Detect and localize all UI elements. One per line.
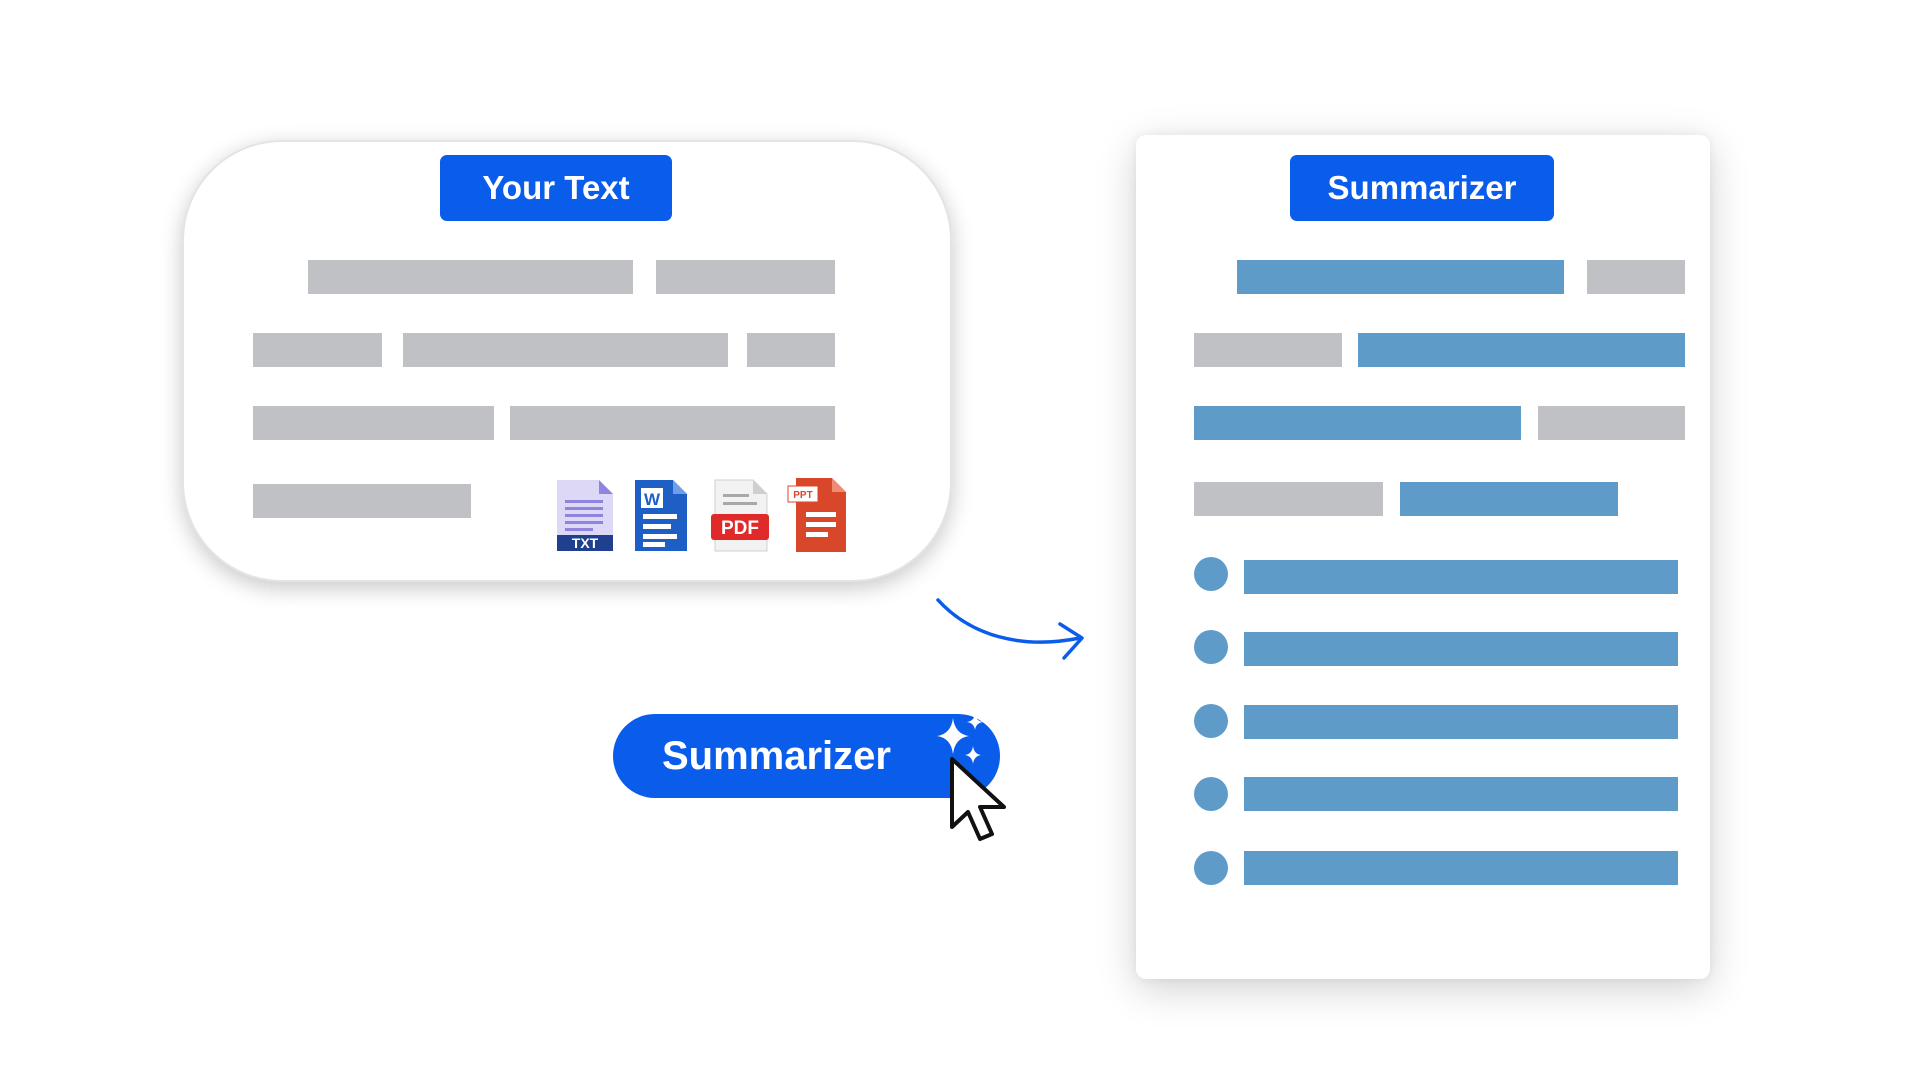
your-text-label: Your Text [440,155,672,221]
bullet-dot [1194,777,1228,811]
mouse-cursor-icon [950,757,1006,841]
ppt-file-icon: PPT [787,478,846,552]
pdf-file-icon: PDF [711,479,769,552]
summary-highlight-line [1358,333,1685,367]
bullet-dot [1194,704,1228,738]
sparkle-icon [937,714,983,764]
bullet-dot [1194,630,1228,664]
input-text-line [308,260,633,294]
summarizer-label: Summarizer [1290,155,1554,221]
bullet-line [1244,560,1678,594]
bullet-line [1244,851,1678,885]
summary-text-line [1194,482,1383,516]
summary-text-line [1538,406,1685,440]
input-text-line [403,333,728,367]
txt-file-icon: TXT [557,480,613,551]
summary-highlight-line [1194,406,1521,440]
input-text-line [510,406,835,440]
summary-text-line [1587,260,1685,294]
curved-arrow-icon [936,598,1084,660]
input-text-line [253,484,471,518]
summarize-button[interactable]: Summarizer [613,714,1000,798]
bullet-dot [1194,557,1228,591]
summary-highlight-line [1400,482,1618,516]
svg-text:W: W [644,490,661,509]
input-text-line [747,333,835,367]
summary-highlight-line [1237,260,1564,294]
bullet-line [1244,777,1678,811]
svg-text:TXT: TXT [572,535,599,551]
summary-text-line [1194,333,1342,367]
svg-text:PPT: PPT [793,490,812,501]
bullet-dot [1194,851,1228,885]
word-file-icon: W [635,480,687,551]
input-text-line [253,333,382,367]
bullet-line [1244,705,1678,739]
input-text-line [656,260,835,294]
input-text-line [253,406,494,440]
svg-text:PDF: PDF [721,518,759,539]
bullet-line [1244,632,1678,666]
